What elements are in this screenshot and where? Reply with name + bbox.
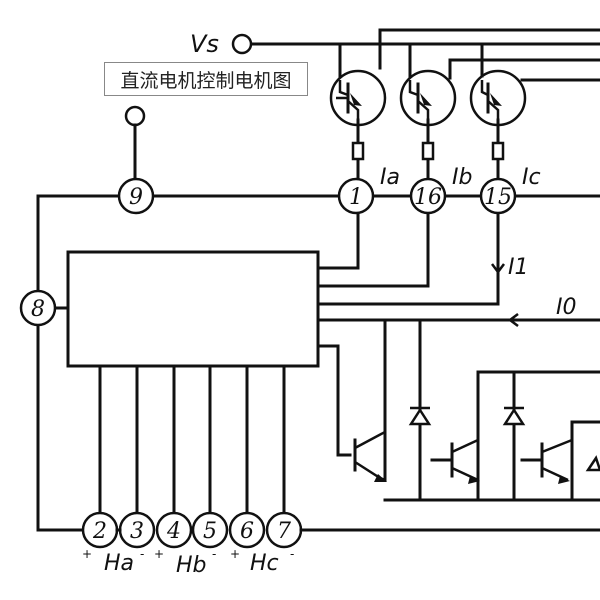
i0-arrow — [507, 313, 519, 327]
hall-ha-label: Ha — [104, 551, 134, 576]
diode-3 — [585, 455, 600, 472]
pin-4: 4 — [155, 511, 193, 549]
vs-terminal — [231, 33, 253, 55]
switch-transistor-2 — [430, 438, 480, 484]
svg-text:6: 6 — [240, 519, 254, 544]
current-ic-label: Ic — [522, 165, 541, 190]
svg-text:5: 5 — [203, 519, 217, 544]
current-ia-label: Ia — [380, 165, 400, 190]
pin-16: 16 — [409, 177, 447, 215]
pin-7: 7 — [265, 511, 303, 549]
pin-9: 9 — [117, 177, 155, 215]
current-i1-label: I1 — [508, 255, 529, 280]
switch-transistor-3 — [520, 438, 573, 484]
lower-frame-4 — [570, 420, 600, 502]
current-i0-label: I0 — [556, 295, 577, 320]
svg-text:9: 9 — [129, 185, 143, 210]
pin-6: 6 — [228, 511, 266, 549]
lower-frame-3 — [476, 370, 600, 502]
pin-15: 15 — [479, 177, 517, 215]
diode-2 — [502, 406, 526, 426]
ic-to-lower-transistor — [316, 344, 352, 457]
svg-text:7: 7 — [277, 519, 291, 544]
sense-resistor-a — [351, 141, 365, 161]
diode-1 — [408, 406, 432, 426]
ic-to-pin16 — [316, 212, 430, 288]
svg-text:4: 4 — [166, 519, 181, 544]
pin-1: 1 — [337, 177, 375, 215]
hc-plus: + — [230, 547, 240, 561]
hall-hb-label: Hb — [176, 553, 207, 578]
power-transistor-1 — [329, 69, 387, 127]
sense-resistor-b — [421, 141, 435, 161]
pin-3: 3 — [118, 511, 156, 549]
pin9-terminal — [124, 105, 146, 127]
pin-8: 8 — [19, 289, 57, 327]
svg-text:16: 16 — [414, 185, 442, 210]
hb-minus: - — [212, 547, 216, 561]
ic-to-pin15 — [316, 212, 500, 306]
hc-minus: - — [290, 547, 294, 561]
svg-text:15: 15 — [484, 185, 512, 210]
hall-hc-label: Hc — [250, 551, 279, 576]
power-transistor-3 — [469, 69, 527, 127]
controller-ic — [66, 250, 320, 368]
vs-label: Vs — [190, 30, 219, 58]
pin-2: 2 — [81, 511, 119, 549]
sense-resistor-c — [491, 141, 505, 161]
top-wire-3 — [448, 58, 600, 80]
svg-text:3: 3 — [130, 519, 144, 544]
svg-text:8: 8 — [31, 297, 45, 322]
switch-transistor-1 — [353, 430, 387, 482]
ic-to-pin1 — [316, 212, 360, 270]
hb-plus: + — [154, 547, 164, 561]
svg-text:2: 2 — [92, 519, 107, 544]
ha-plus: + — [82, 547, 92, 561]
top-wire-2 — [378, 28, 600, 70]
pin-5: 5 — [191, 511, 229, 549]
diagram-title: 直流电机控制电机图 — [104, 62, 308, 96]
ha-minus: - — [140, 547, 144, 561]
current-ib-label: Ib — [452, 165, 472, 190]
i1-arrow — [491, 263, 505, 275]
svg-text:1: 1 — [349, 185, 363, 210]
power-transistor-2 — [399, 69, 457, 127]
